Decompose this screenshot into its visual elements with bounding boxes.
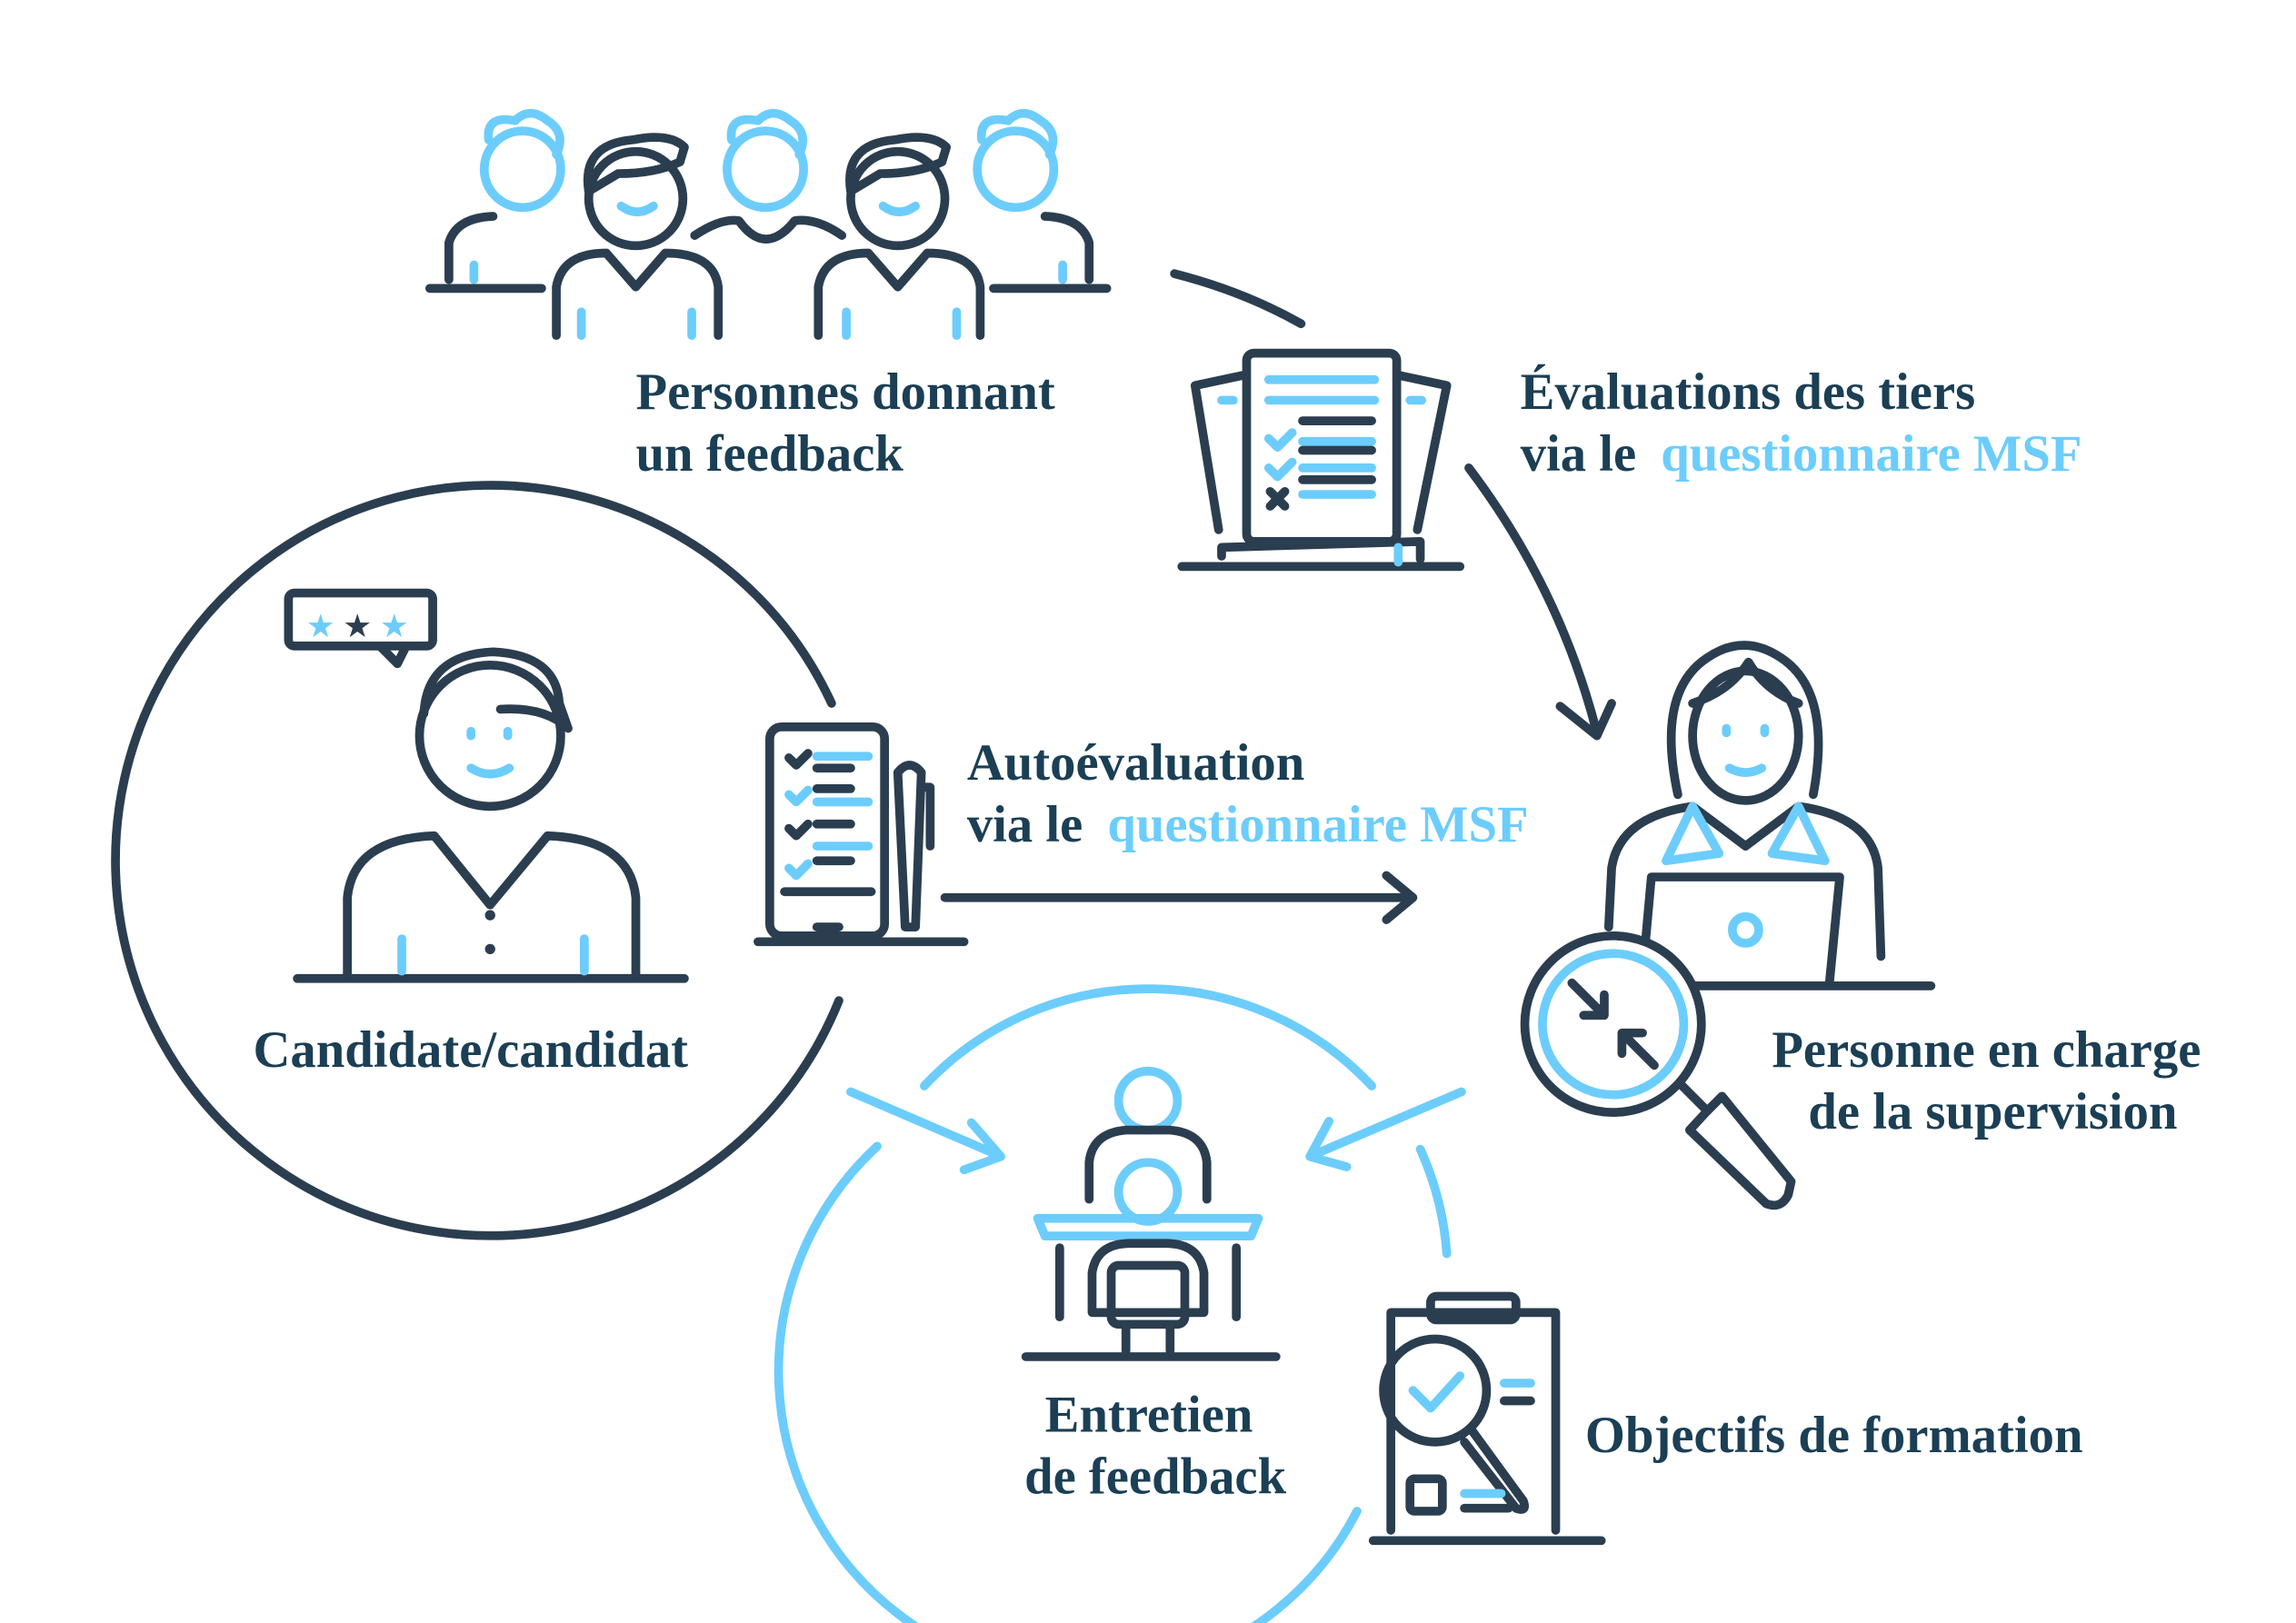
phone-questionnaire-icon (754, 722, 969, 947)
objectives-label: Objectifs de formation (1585, 1408, 2083, 1464)
feedback-givers-label: Personnes donnant un feedback (636, 364, 1068, 483)
interview-label: Entretien de feedback (1024, 1388, 1286, 1506)
svg-text:★: ★ (306, 608, 335, 645)
interview-circle (774, 984, 1452, 1623)
third-party-eval-label: Évaluations des tiers via le questionnai… (1521, 364, 2082, 483)
arrow-doc-to-supervisor (1464, 463, 1616, 741)
arrow-supervisor-to-interview (1305, 1087, 1466, 1171)
svg-text:★: ★ (380, 608, 409, 645)
arrow-candidate-to-interview (846, 1087, 1005, 1175)
magnifier-icon (1520, 931, 1796, 1210)
self-eval-label: Autoévaluation via le questionnaire MSF (967, 735, 1529, 853)
candidate-label: Candidate/candidat (254, 1022, 689, 1079)
svg-text:★: ★ (343, 608, 372, 645)
arrow-givers-to-doc (1170, 269, 1306, 329)
questionnaire-documents-icon (1177, 348, 1465, 572)
clipboard-objectives-icon (1368, 1291, 1606, 1546)
supervisor-icon (1603, 641, 1936, 991)
interview-icon (1021, 1066, 1281, 1361)
arrow-self-to-supervisor (940, 871, 1418, 924)
candidate-circle (111, 481, 844, 1240)
candidate-icon: ★ ★ ★ (284, 588, 689, 983)
people-group-icon (424, 108, 1112, 341)
supervisor-label: Personne en charge de la supervision (1772, 1022, 2213, 1140)
